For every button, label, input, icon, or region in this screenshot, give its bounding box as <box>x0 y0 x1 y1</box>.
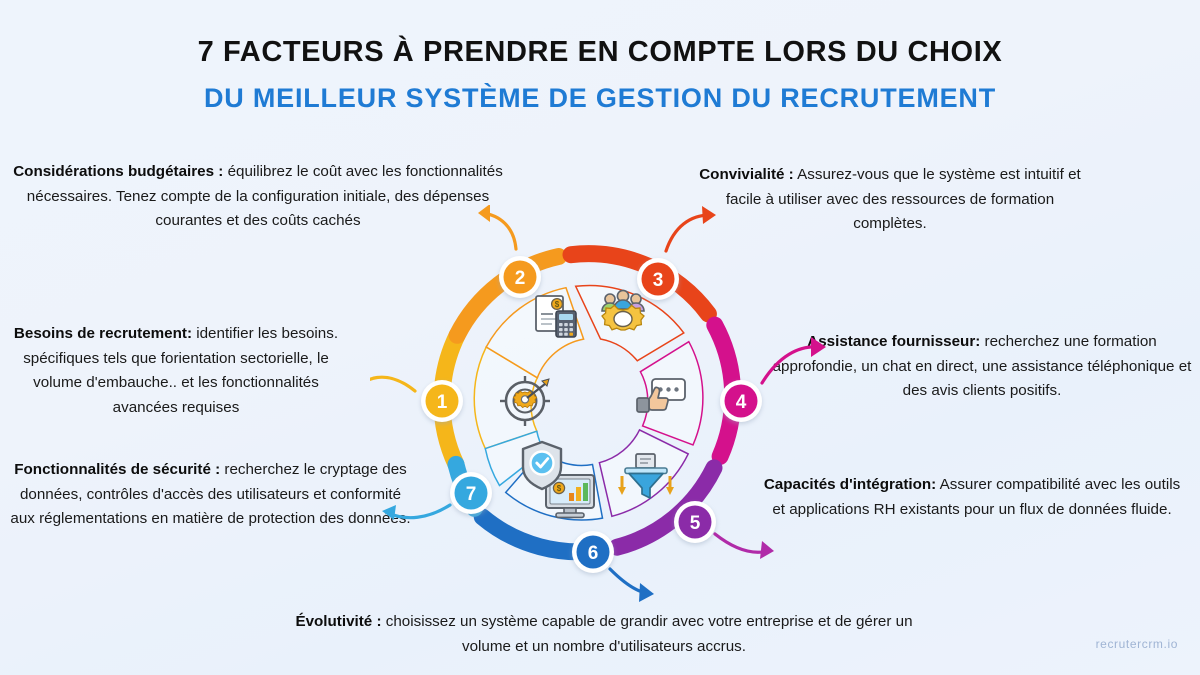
invoice-calculator-icon: $ <box>535 295 577 338</box>
badge-4[interactable]: 4 <box>720 380 762 422</box>
badge-2-number: 2 <box>515 268 526 289</box>
blurb-security-heading: Fonctionnalités de sécurité : <box>14 461 221 478</box>
svg-text:$: $ <box>557 484 562 493</box>
wheel-badges: 1 2 3 4 <box>421 256 762 573</box>
page-title: 7 FACTEURS À PRENDRE EN COMPTE LORS DU C… <box>0 34 1200 116</box>
badge-6-number: 6 <box>588 543 599 564</box>
badge-7[interactable]: 7 <box>450 472 492 514</box>
arrow-head-7 <box>382 505 396 520</box>
badge-1[interactable]: 1 <box>421 380 463 422</box>
arrow-head-4 <box>811 337 826 357</box>
shield-check-icon <box>521 440 563 491</box>
blurb-security: Fonctionnalités de sécurité : recherchez… <box>8 458 413 532</box>
blurb-usability-body: Assurez-vous que le système est intuitif… <box>725 166 1081 233</box>
svg-text:$: $ <box>555 300 560 309</box>
arrow-segment-1 <box>370 375 417 393</box>
blurb-budget-heading: Considérations budgétaires : <box>13 163 224 180</box>
arrow-segment-5 <box>713 532 770 554</box>
watermark-recrutercrm: recrutercrm.io <box>1095 637 1178 651</box>
blurb-integration-heading: Capacités d'intégration: <box>763 476 937 493</box>
badge-2[interactable]: 2 <box>499 256 541 298</box>
data-funnel-icon <box>618 453 674 499</box>
target-gear-arrow-icon <box>500 376 550 426</box>
arc-segment-5 <box>608 459 723 556</box>
badge-5[interactable]: 5 <box>674 501 716 543</box>
badge-4-number: 4 <box>736 392 747 413</box>
thumbs-up-chat-icon <box>636 378 686 413</box>
monitor-analytics-icon: $ <box>545 474 595 519</box>
arrow-head-5 <box>760 541 774 559</box>
people-gear-icon <box>601 289 645 331</box>
blurb-scalability-body: choisissez un système capable de grandir… <box>381 613 913 655</box>
blurb-needs: Besoins de recrutement: identifier les b… <box>4 322 348 421</box>
wheel-connector-arrows <box>370 205 826 602</box>
arc-segment-2 <box>448 248 568 344</box>
blurb-support-heading: Assistance fournisseur: <box>807 333 981 350</box>
badge-7-number: 7 <box>466 484 477 505</box>
blurb-security-body: recherchez le cryptage des données, cont… <box>10 461 411 528</box>
blurb-support: Assistance fournisseur: recherchez une f… <box>772 330 1192 404</box>
blurb-usability-heading: Convivialité : <box>699 166 794 183</box>
arrow-segment-7 <box>386 503 452 520</box>
badge-1-number: 1 <box>437 392 448 413</box>
blurb-budget-body: équilibrez le coût avec les fonctionnali… <box>26 163 503 230</box>
badge-3[interactable]: 3 <box>637 258 679 300</box>
blurb-integration-body: Assurer compatibilité avec les outils et… <box>772 476 1181 518</box>
title-line-2: DU MEILLEUR SYSTÈME DE GESTION DU RECRUT… <box>203 83 997 114</box>
arrow-head-3 <box>702 206 716 224</box>
blurb-support-body: recherchez une formation approfondie, un… <box>772 333 1192 400</box>
arrow-head-2 <box>478 205 490 222</box>
badge-3-number: 3 <box>653 270 664 291</box>
blurb-needs-body: identifier les besoins. spécifiques tels… <box>23 325 339 416</box>
blurb-usability: Convivialité : Assurez-vous que le systè… <box>690 163 1090 237</box>
badge-6[interactable]: 6 <box>572 531 614 573</box>
arrow-head-6 <box>639 583 654 602</box>
badge-5-number: 5 <box>690 513 701 534</box>
blurb-scalability: Évolutivité : choisissez un système capa… <box>278 610 930 659</box>
blurb-needs-heading: Besoins de recrutement: <box>13 325 193 342</box>
process-wheel: $ <box>370 205 830 605</box>
blurb-integration: Capacités d'intégration: Assurer compati… <box>760 473 1184 522</box>
blurb-budget: Considérations budgétaires : équilibrez … <box>8 160 508 234</box>
title-line-1: 7 FACTEURS À PRENDRE EN COMPTE LORS DU C… <box>197 36 1003 68</box>
blurb-scalability-heading: Évolutivité : <box>295 613 382 630</box>
